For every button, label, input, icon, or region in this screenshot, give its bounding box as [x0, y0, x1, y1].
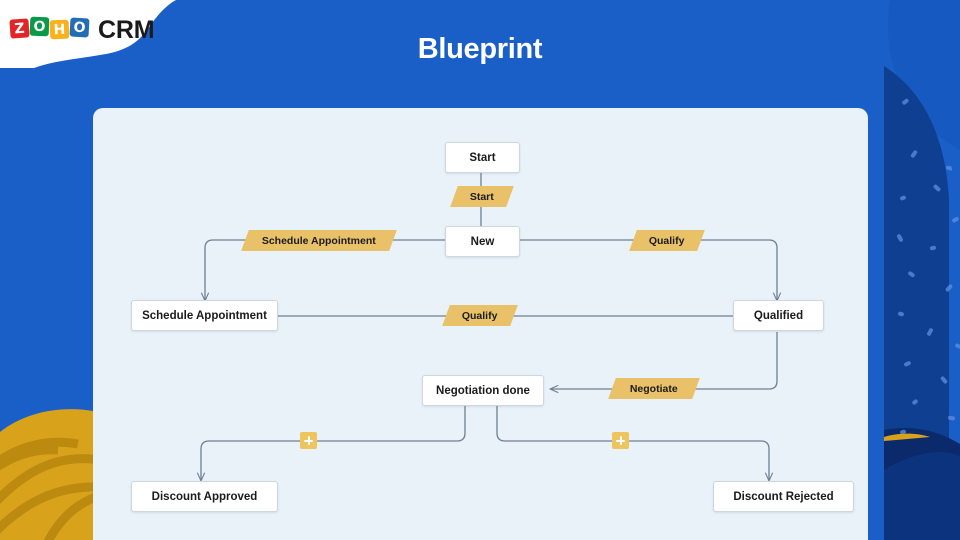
transition-qualify-schedule-label: Qualify [462, 309, 498, 322]
brand-lockup[interactable]: Z O H O CRM [9, 16, 155, 45]
state-discount-rejected[interactable]: Discount Rejected [713, 481, 854, 512]
transition-negotiate-label: Negotiate [630, 382, 678, 395]
state-discount-approved[interactable]: Discount Approved [131, 481, 278, 512]
add-transition-button-right[interactable] [612, 432, 629, 449]
transition-start-label: Start [470, 190, 494, 203]
state-negotiation-done[interactable]: Negotiation done [422, 375, 544, 406]
state-qualified[interactable]: Qualified [733, 300, 824, 331]
flow-connectors [93, 171, 868, 540]
product-name: CRM [98, 16, 155, 44]
page-title: Blueprint [417, 33, 543, 65]
flow-diagram: Start New Schedule Appointment Qualified… [93, 108, 868, 540]
state-start[interactable]: Start [445, 142, 520, 173]
transition-qualify-schedule[interactable]: Qualify [442, 305, 518, 326]
transition-qualify-new-label: Qualify [649, 234, 685, 247]
state-new[interactable]: New [445, 226, 520, 257]
add-transition-button-left[interactable] [300, 432, 317, 449]
transition-schedule-appointment-label: Schedule Appointment [262, 234, 376, 247]
transition-qualify-new[interactable]: Qualify [629, 230, 705, 251]
transition-start[interactable]: Start [450, 186, 514, 207]
blueprint-canvas[interactable]: Start New Schedule Appointment Qualified… [93, 108, 868, 540]
state-schedule-appointment[interactable]: Schedule Appointment [131, 300, 278, 331]
transition-schedule-appointment[interactable]: Schedule Appointment [241, 230, 397, 251]
transition-negotiate[interactable]: Negotiate [608, 378, 700, 399]
